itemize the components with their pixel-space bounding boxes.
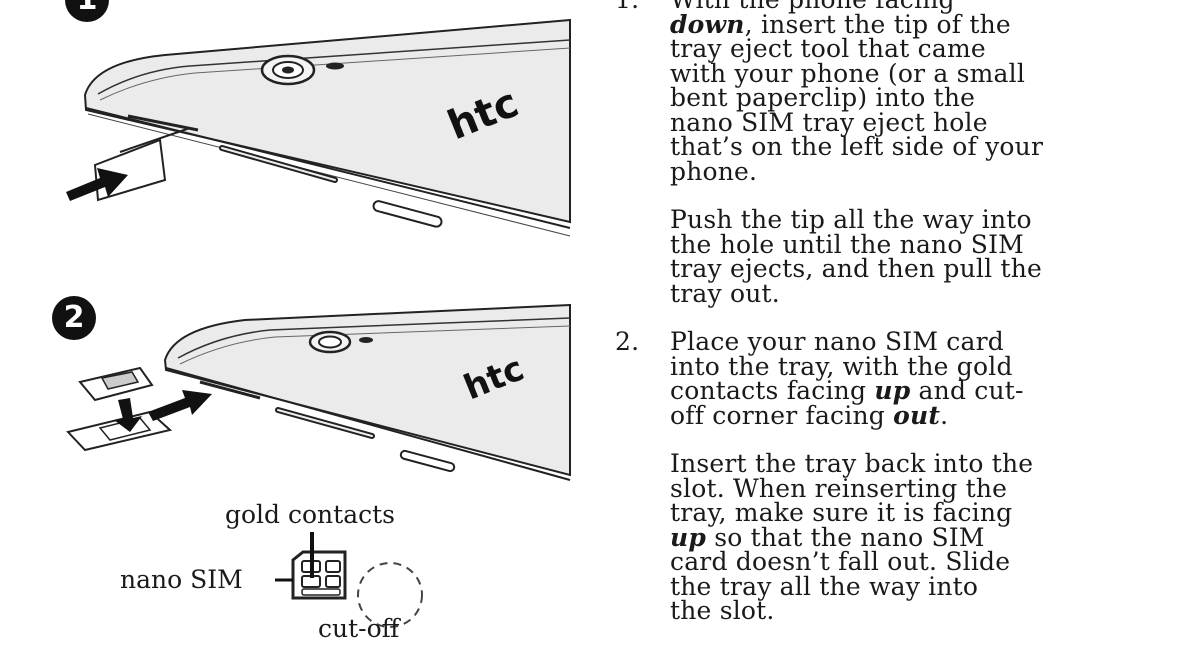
text-segment: so that the nano SIM bbox=[706, 522, 985, 552]
text-segment: into the tray, with the gold bbox=[670, 351, 1013, 381]
emphasis-text: out bbox=[893, 400, 941, 430]
text-line: with your phone (or a small bbox=[670, 58, 1195, 88]
text-line: phone. bbox=[670, 156, 1195, 186]
text-segment: phone. bbox=[670, 156, 758, 186]
phone-1-illustration: htc bbox=[66, 18, 571, 237]
step-2-badge: 2 bbox=[52, 296, 96, 340]
text-segment: Insert the tray back into the bbox=[670, 449, 1034, 478]
instruction-step: 1.With the phone facingdown, insert the … bbox=[615, 0, 1195, 330]
step-1-badge: 1 bbox=[65, 0, 109, 22]
text-line: Insert the tray back into the bbox=[670, 449, 1195, 478]
text-line: up so that the nano SIM bbox=[670, 522, 1195, 552]
emphasis-text: up bbox=[670, 522, 707, 552]
emphasis-text: down bbox=[670, 9, 745, 39]
step-paragraph: With the phone facingdown, insert the ti… bbox=[670, 0, 1195, 184]
text-line: contacts facing up and cut- bbox=[670, 376, 1195, 405]
nano-sim-label: nano SIM bbox=[120, 565, 243, 594]
text-segment: nano SIM tray eject hole bbox=[670, 107, 988, 137]
text-segment: bent paperclip) into the bbox=[670, 83, 976, 112]
text-line: down, insert the tip of the bbox=[670, 9, 1195, 39]
text-segment: the slot. bbox=[670, 596, 775, 625]
phone-2-illustration: htc bbox=[66, 303, 571, 481]
text-line: the slot. bbox=[670, 596, 1195, 625]
text-segment: Push the tip all the way into bbox=[670, 205, 1032, 234]
text-segment: With the phone facing bbox=[670, 0, 955, 14]
text-line: slot. When reinserting the bbox=[670, 473, 1195, 503]
step-number: 1. bbox=[615, 0, 670, 330]
text-segment: card doesn’t fall out. Slide bbox=[670, 547, 1011, 576]
instruction-steps: 1.With the phone facingdown, insert the … bbox=[615, 0, 1195, 648]
text-line: nano SIM tray eject hole bbox=[670, 107, 1195, 137]
text-segment: tray out. bbox=[670, 278, 780, 308]
text-line: tray out. bbox=[670, 278, 1195, 308]
text-segment: contacts facing bbox=[670, 376, 875, 405]
text-segment: . bbox=[940, 400, 949, 430]
text-segment: the tray all the way into bbox=[670, 571, 979, 601]
step-body: With the phone facingdown, insert the ti… bbox=[670, 0, 1195, 330]
text-segment: and cut- bbox=[910, 376, 1024, 405]
text-segment: slot. When reinserting the bbox=[670, 473, 1008, 503]
text-line: card doesn’t fall out. Slide bbox=[670, 547, 1195, 576]
illustration-panel: htc htc bbox=[0, 0, 600, 643]
text-line: Place your nano SIM card bbox=[670, 327, 1195, 356]
text-segment: tray, make sure it is facing bbox=[670, 498, 1013, 527]
gold-contacts-label: gold contacts bbox=[225, 500, 395, 529]
text-line: bent paperclip) into the bbox=[670, 83, 1195, 112]
text-line: tray eject tool that came bbox=[670, 34, 1195, 63]
text-line: With the phone facing bbox=[670, 0, 1195, 13]
text-line: Push the tip all the way into bbox=[670, 205, 1195, 234]
text-segment: off corner facing bbox=[670, 400, 894, 430]
sim-illustrations: htc htc bbox=[66, 18, 571, 628]
step-number: 2. bbox=[615, 327, 640, 356]
text-line: tray ejects, and then pull the bbox=[670, 254, 1195, 283]
text-segment: with your phone (or a small bbox=[670, 58, 1026, 88]
text-line: off corner facing out. bbox=[670, 400, 1195, 430]
text-line: the hole until the nano SIM bbox=[670, 229, 1195, 259]
text-segment: , insert the tip of the bbox=[744, 9, 1011, 39]
text-line: the tray all the way into bbox=[670, 571, 1195, 601]
text-line: that’s on the left side of your bbox=[670, 132, 1195, 161]
text-line: tray, make sure it is facing bbox=[670, 498, 1195, 527]
text-segment: the hole until the nano SIM bbox=[670, 229, 1024, 259]
text-line: into the tray, with the gold bbox=[670, 351, 1195, 381]
text-segment: tray ejects, and then pull the bbox=[670, 254, 1043, 283]
nano-sim-diagram bbox=[275, 532, 423, 628]
text-segment: Place your nano SIM card bbox=[670, 327, 1004, 356]
emphasis-text: up bbox=[874, 376, 911, 405]
cutoff-label: cut-off bbox=[318, 614, 400, 643]
text-segment: that’s on the left side of your bbox=[670, 132, 1044, 161]
text-segment: tray eject tool that came bbox=[670, 34, 986, 63]
